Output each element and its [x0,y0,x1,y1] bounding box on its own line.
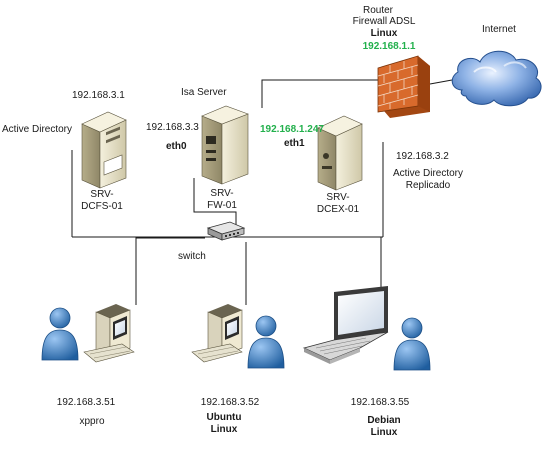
link-isa-switch [193,178,237,225]
router-ip: 192.168.1.1 [362,41,416,52]
ad-primary-ip: 192.168.3.1 [72,90,125,101]
client-3-ip: 192.168.3.55 [350,397,410,408]
isa-ip-external: 192.168.1.247 [260,124,324,135]
client-1-ip: 192.168.3.51 [56,397,116,408]
cloud-icon [451,50,542,107]
workstation-user-icon [41,304,135,363]
client-3-os: Linux [370,427,398,438]
link-router-isa [261,79,378,108]
firewall-icon [377,55,430,118]
isa-name-1: SRV- [210,188,234,199]
server-icon [81,111,127,189]
ad-primary-role: Active Directory [2,124,73,135]
isa-title: Isa Server [181,87,227,98]
server-icon [317,115,363,191]
link-router-internet [429,79,453,85]
client-2-ip: 192.168.3.52 [200,397,260,408]
router-title: Router [362,5,394,16]
ad-primary-name-1: SRV- [90,189,114,200]
ad-replica-name-1: SRV- [326,192,350,203]
switch-label: switch [178,251,206,262]
user-icon [393,317,431,371]
router-os: Linux [370,28,398,39]
workstation-user-icon [191,304,285,369]
ad-primary-name-2: DCFS-01 [81,201,123,212]
isa-iface-internal: eth0 [166,141,187,152]
isa-name-2: FW-01 [207,200,237,211]
ad-replica-ip: 192.168.3.2 [396,151,449,162]
ad-replica-role-2: Replicado [405,180,451,191]
client-3-name: Debian [367,415,401,426]
isa-ip-internal: 192.168.3.3 [146,122,199,133]
user-icon [41,307,79,361]
ad-replica-role-1: Active Directory [392,168,464,179]
server-icon [201,105,249,185]
ad-replica-name-2: DCEX-01 [316,204,360,215]
internet-label: Internet [482,24,516,35]
link-switch-client1 [135,237,205,305]
client-2-os: Linux [210,424,238,435]
user-icon [247,315,285,369]
isa-iface-external: eth1 [284,138,305,149]
switch-icon [206,221,246,241]
laptop-user-icon [302,286,431,371]
router-subtitle: Firewall ADSL [352,16,416,27]
client-1-name: xppro [79,416,105,427]
client-2-name: Ubuntu [206,412,242,423]
